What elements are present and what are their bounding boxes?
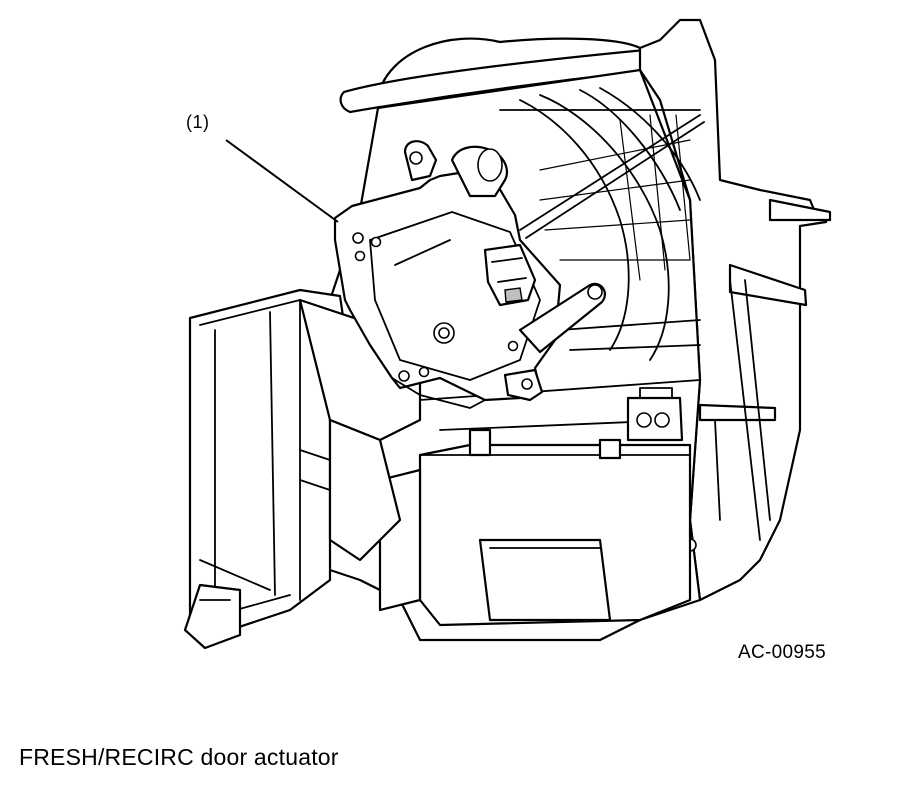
callout-leader-line: [225, 139, 339, 223]
callout-label: (1): [186, 112, 210, 132]
fresh-recirc-door-actuator: [333, 140, 606, 409]
heater-unit-illustration: [183, 18, 832, 650]
figure-code: AC-00955: [738, 642, 826, 663]
lower-case: [378, 387, 692, 627]
figure-caption: FRESH/RECIRC door actuator: [19, 744, 339, 770]
